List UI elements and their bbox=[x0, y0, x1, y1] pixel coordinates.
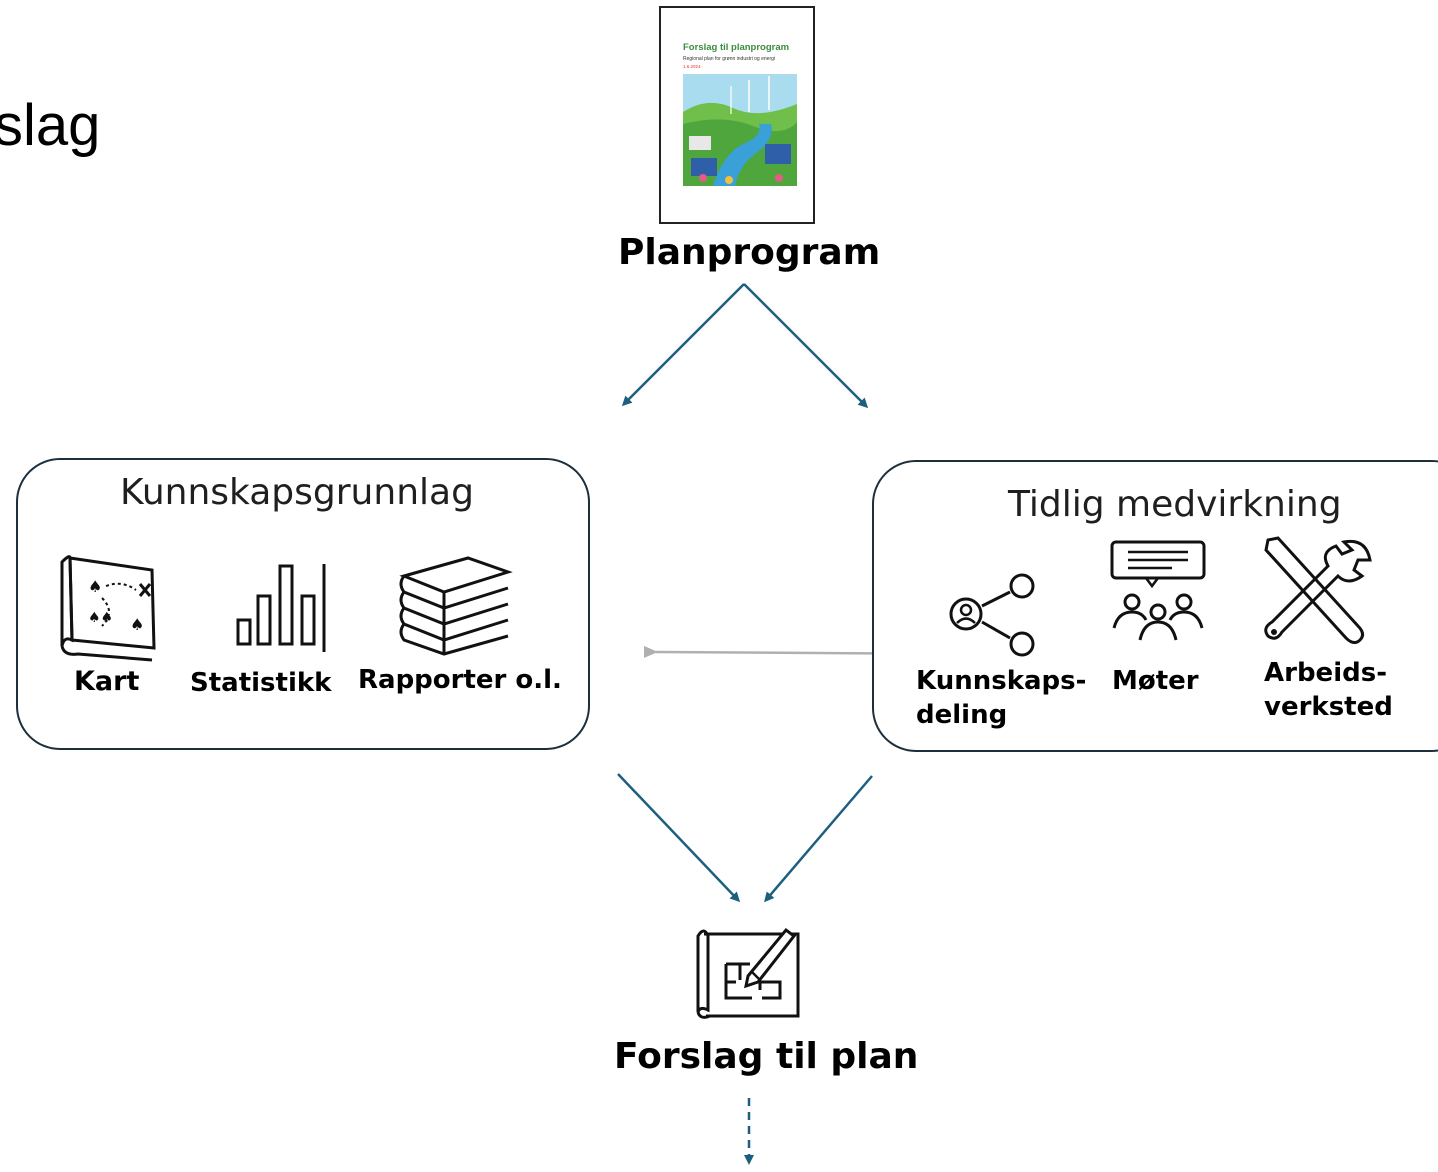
page-title: slag bbox=[0, 93, 101, 158]
bar-chart-icon bbox=[236, 564, 326, 652]
kunnskapsdeling-label-line2: deling bbox=[916, 700, 1008, 730]
meeting-icon bbox=[1110, 540, 1206, 641]
rapporter-label: Rapporter o.l. bbox=[358, 665, 562, 695]
kart-label: Kart bbox=[74, 666, 140, 697]
cover-title: Forslag til planprogram bbox=[683, 42, 790, 53]
arrow-to-kunnskapsgrunnlag bbox=[621, 283, 745, 407]
cover-subtitle: Regional plan for grønn industri og ener… bbox=[683, 56, 775, 62]
map-icon: ♠ ♠♠ ♠ bbox=[60, 555, 156, 662]
svg-text:♠♠: ♠♠ bbox=[88, 610, 113, 626]
arrow-to-tidlig-medvirkning bbox=[743, 283, 869, 409]
kunnskapsgrunnlag-title: Kunnskapsgrunnlag bbox=[120, 472, 474, 513]
share-network-icon bbox=[949, 573, 1035, 657]
statistikk-label: Statistikk bbox=[190, 668, 332, 698]
planprogram-document-thumbnail: Forslag til planprogram Regional plan fo… bbox=[659, 6, 815, 224]
tidlig-medvirkning-title: Tidlig medvirkning bbox=[1008, 484, 1342, 525]
moter-label: Møter bbox=[1112, 666, 1199, 696]
arbeidsverksted-label-line2: verksted bbox=[1264, 692, 1393, 722]
forslag-til-plan-label: Forslag til plan bbox=[614, 1036, 919, 1077]
svg-text:♠: ♠ bbox=[130, 615, 144, 634]
arrow-left-to-plan bbox=[617, 773, 741, 903]
kunnskapsdeling-label-line1: Kunnskaps- bbox=[916, 666, 1087, 696]
landscape-illustration-icon bbox=[683, 74, 797, 186]
tools-icon bbox=[1264, 536, 1372, 645]
planprogram-label: Planprogram bbox=[618, 232, 881, 273]
arbeidsverksted-label-line1: Arbeids- bbox=[1264, 658, 1387, 688]
cover-date: 1.6.2024 bbox=[683, 64, 701, 69]
books-icon bbox=[399, 556, 513, 656]
arrow-right-to-plan bbox=[764, 775, 873, 903]
blueprint-pencil-icon bbox=[696, 927, 800, 1019]
kunnskapsgrunnlag-box: Kunnskapsgrunnlag bbox=[16, 458, 590, 750]
svg-text:♠: ♠ bbox=[88, 577, 102, 596]
